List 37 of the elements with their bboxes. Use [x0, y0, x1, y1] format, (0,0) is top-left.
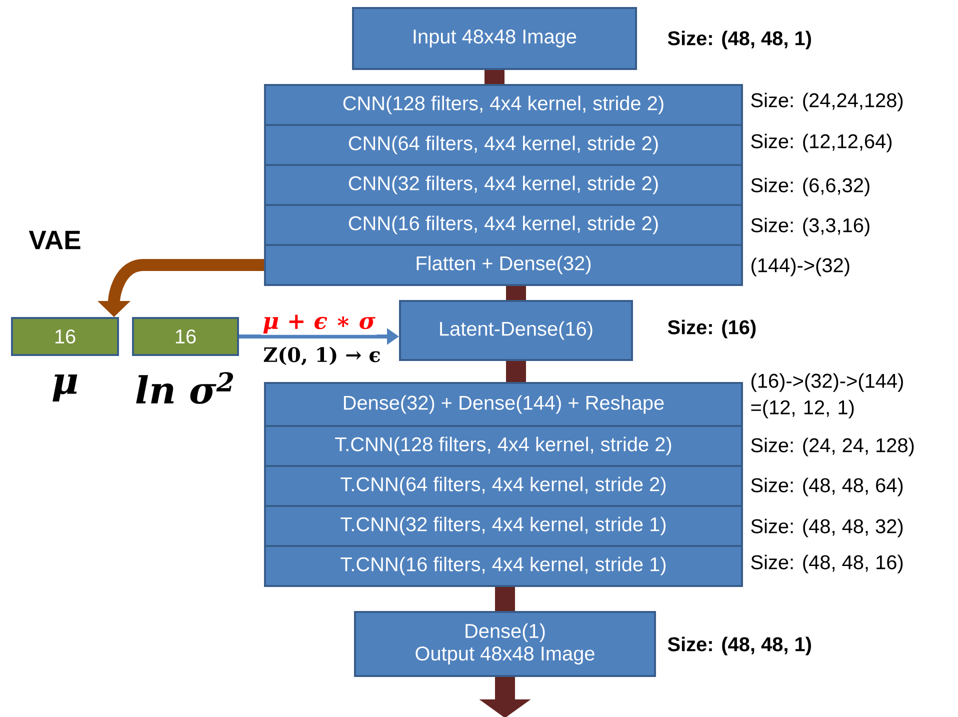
layer-box: Dense(1) Output 48x48 Image: [354, 611, 656, 677]
size-label: Size: (6,6,32): [751, 178, 870, 196]
title-label: VAE: [28, 230, 80, 250]
connector: [495, 587, 515, 611]
size-label: Size: (24,24,128): [751, 92, 903, 112]
layer-box: CNN(32 filters, 4x4 kernel, stride 2): [264, 164, 743, 206]
size-label: (144)->(32): [752, 258, 850, 276]
size-label: Size: (48, 48, 16): [751, 554, 903, 574]
layer-box: Latent-Dense(16): [399, 300, 633, 361]
layer-box: T.CNN(64 filters, 4x4 kernel, stride 2): [264, 465, 743, 507]
formula-label: Z(0, 1) → ϵ: [264, 346, 380, 366]
layer-box: T.CNN(32 filters, 4x4 kernel, stride 1): [264, 505, 743, 547]
connector: [484, 70, 504, 84]
size-label: Size: (12,12,64): [751, 134, 892, 152]
symbol-label: μ: [52, 374, 78, 402]
layer-box: Flatten + Dense(32): [264, 244, 743, 286]
size-label: Size: (48, 48, 1): [668, 636, 811, 656]
size-label: (16)->(32)->(144) =(12, 12, 1): [751, 373, 903, 418]
vector-box: 16: [11, 317, 119, 356]
layer-box: Dense(32) + Dense(144) + Reshape: [264, 382, 743, 427]
size-label: Size: (48, 48, 64): [751, 478, 903, 496]
layer-box: CNN(64 filters, 4x4 kernel, stride 2): [264, 124, 743, 166]
size-label: Size: (48, 48, 1): [668, 30, 811, 50]
layer-box: T.CNN(128 filters, 4x4 kernel, stride 2): [264, 425, 743, 467]
layer-box: T.CNN(16 filters, 4x4 kernel, stride 1): [264, 545, 743, 587]
connector: [506, 361, 526, 382]
layer-box: CNN(16 filters, 4x4 kernel, stride 2): [264, 204, 743, 246]
symbol-label: ln σ$^{2}$: [136, 372, 234, 404]
size-label: Size: (3,3,16): [751, 218, 870, 236]
connector: [506, 286, 526, 300]
layer-box: Input 48x48 Image: [352, 7, 638, 70]
layer-box: CNN(128 filters, 4x4 kernel, stride 2): [264, 84, 743, 126]
size-label: Size: (24, 24, 128): [751, 438, 914, 456]
size-label: Size: (48, 48, 32): [751, 518, 903, 538]
vector-box: 16: [132, 317, 239, 356]
size-label: Size: (16): [668, 320, 756, 338]
edge-label: μ + ϵ ∗ σ: [263, 314, 376, 334]
